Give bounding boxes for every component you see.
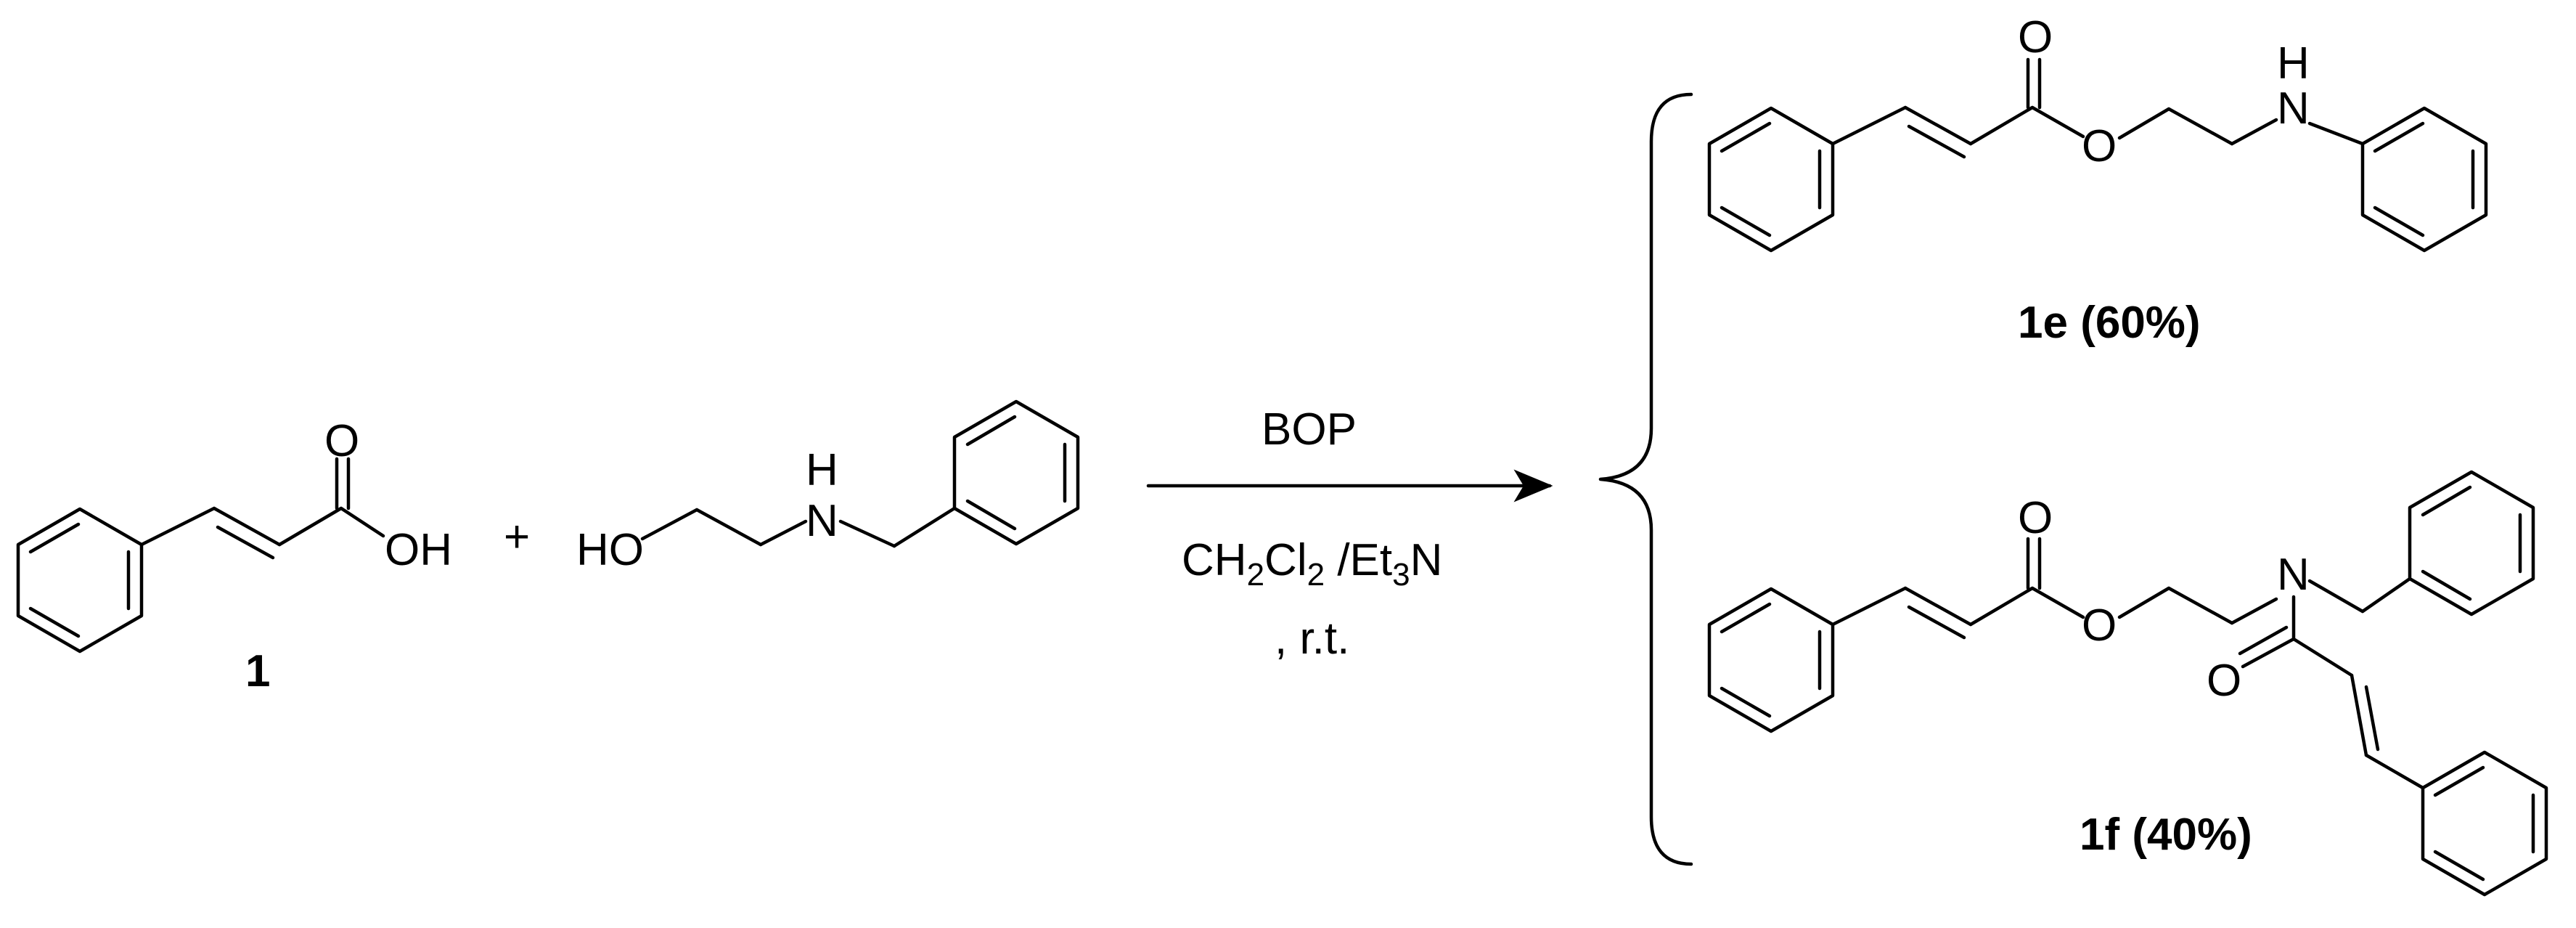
compound-label-1e: 1e (60%) (2018, 298, 2201, 348)
atom-o-carbonyl-1e: O (2018, 12, 2053, 62)
benzene-ring-1f-b (2408, 470, 2535, 616)
product-brace (1598, 92, 1693, 866)
atom-h-amine: H (806, 445, 838, 495)
atom-o-carbonyl: O (324, 416, 359, 466)
reactant-cinnamic-acid: O OH 1 (16, 416, 452, 696)
benzene-ring-2 (952, 399, 1080, 546)
atom-n-1f: N (2277, 550, 2310, 600)
solvent-line: CH2Cl2 /Et3N (1182, 535, 1442, 593)
compound-label-1f: 1f (40%) (2080, 810, 2252, 860)
atom-n-1e: N (2277, 84, 2310, 134)
atom-n-amine: N (806, 496, 838, 546)
benzene-ring-1 (16, 507, 144, 654)
benzene-ring-1e-b (2360, 106, 2488, 253)
product-1f: O O N O 1f (40%) (1707, 470, 2548, 897)
benzene-ring-1e-a (1707, 106, 1835, 253)
atom-oh: OH (385, 525, 452, 575)
atom-o-carbonyl-1f: O (2018, 493, 2053, 543)
reactant-n-benzylethanolamine: HO H N (576, 399, 1080, 575)
atom-h-1e: H (2277, 38, 2310, 89)
atom-o-ester-1e: O (2082, 121, 2117, 171)
compound-label-1: 1 (245, 646, 270, 696)
atom-o-ester-1f: O (2082, 601, 2117, 651)
atom-ho: HO (576, 525, 644, 575)
product-1e: O O H N 1e (60%) (1707, 12, 2488, 348)
benzene-ring-1f-c (2421, 750, 2548, 897)
plus-sign: + (504, 512, 530, 562)
atom-o-amide-1f: O (2207, 656, 2241, 706)
benzene-ring-1f-a (1707, 587, 1835, 733)
reagent-bop: BOP (1262, 404, 1357, 455)
reaction-conditions: BOP CH2Cl2 /Et3N , r.t. (1146, 404, 1553, 664)
temperature: , r.t. (1275, 614, 1349, 664)
